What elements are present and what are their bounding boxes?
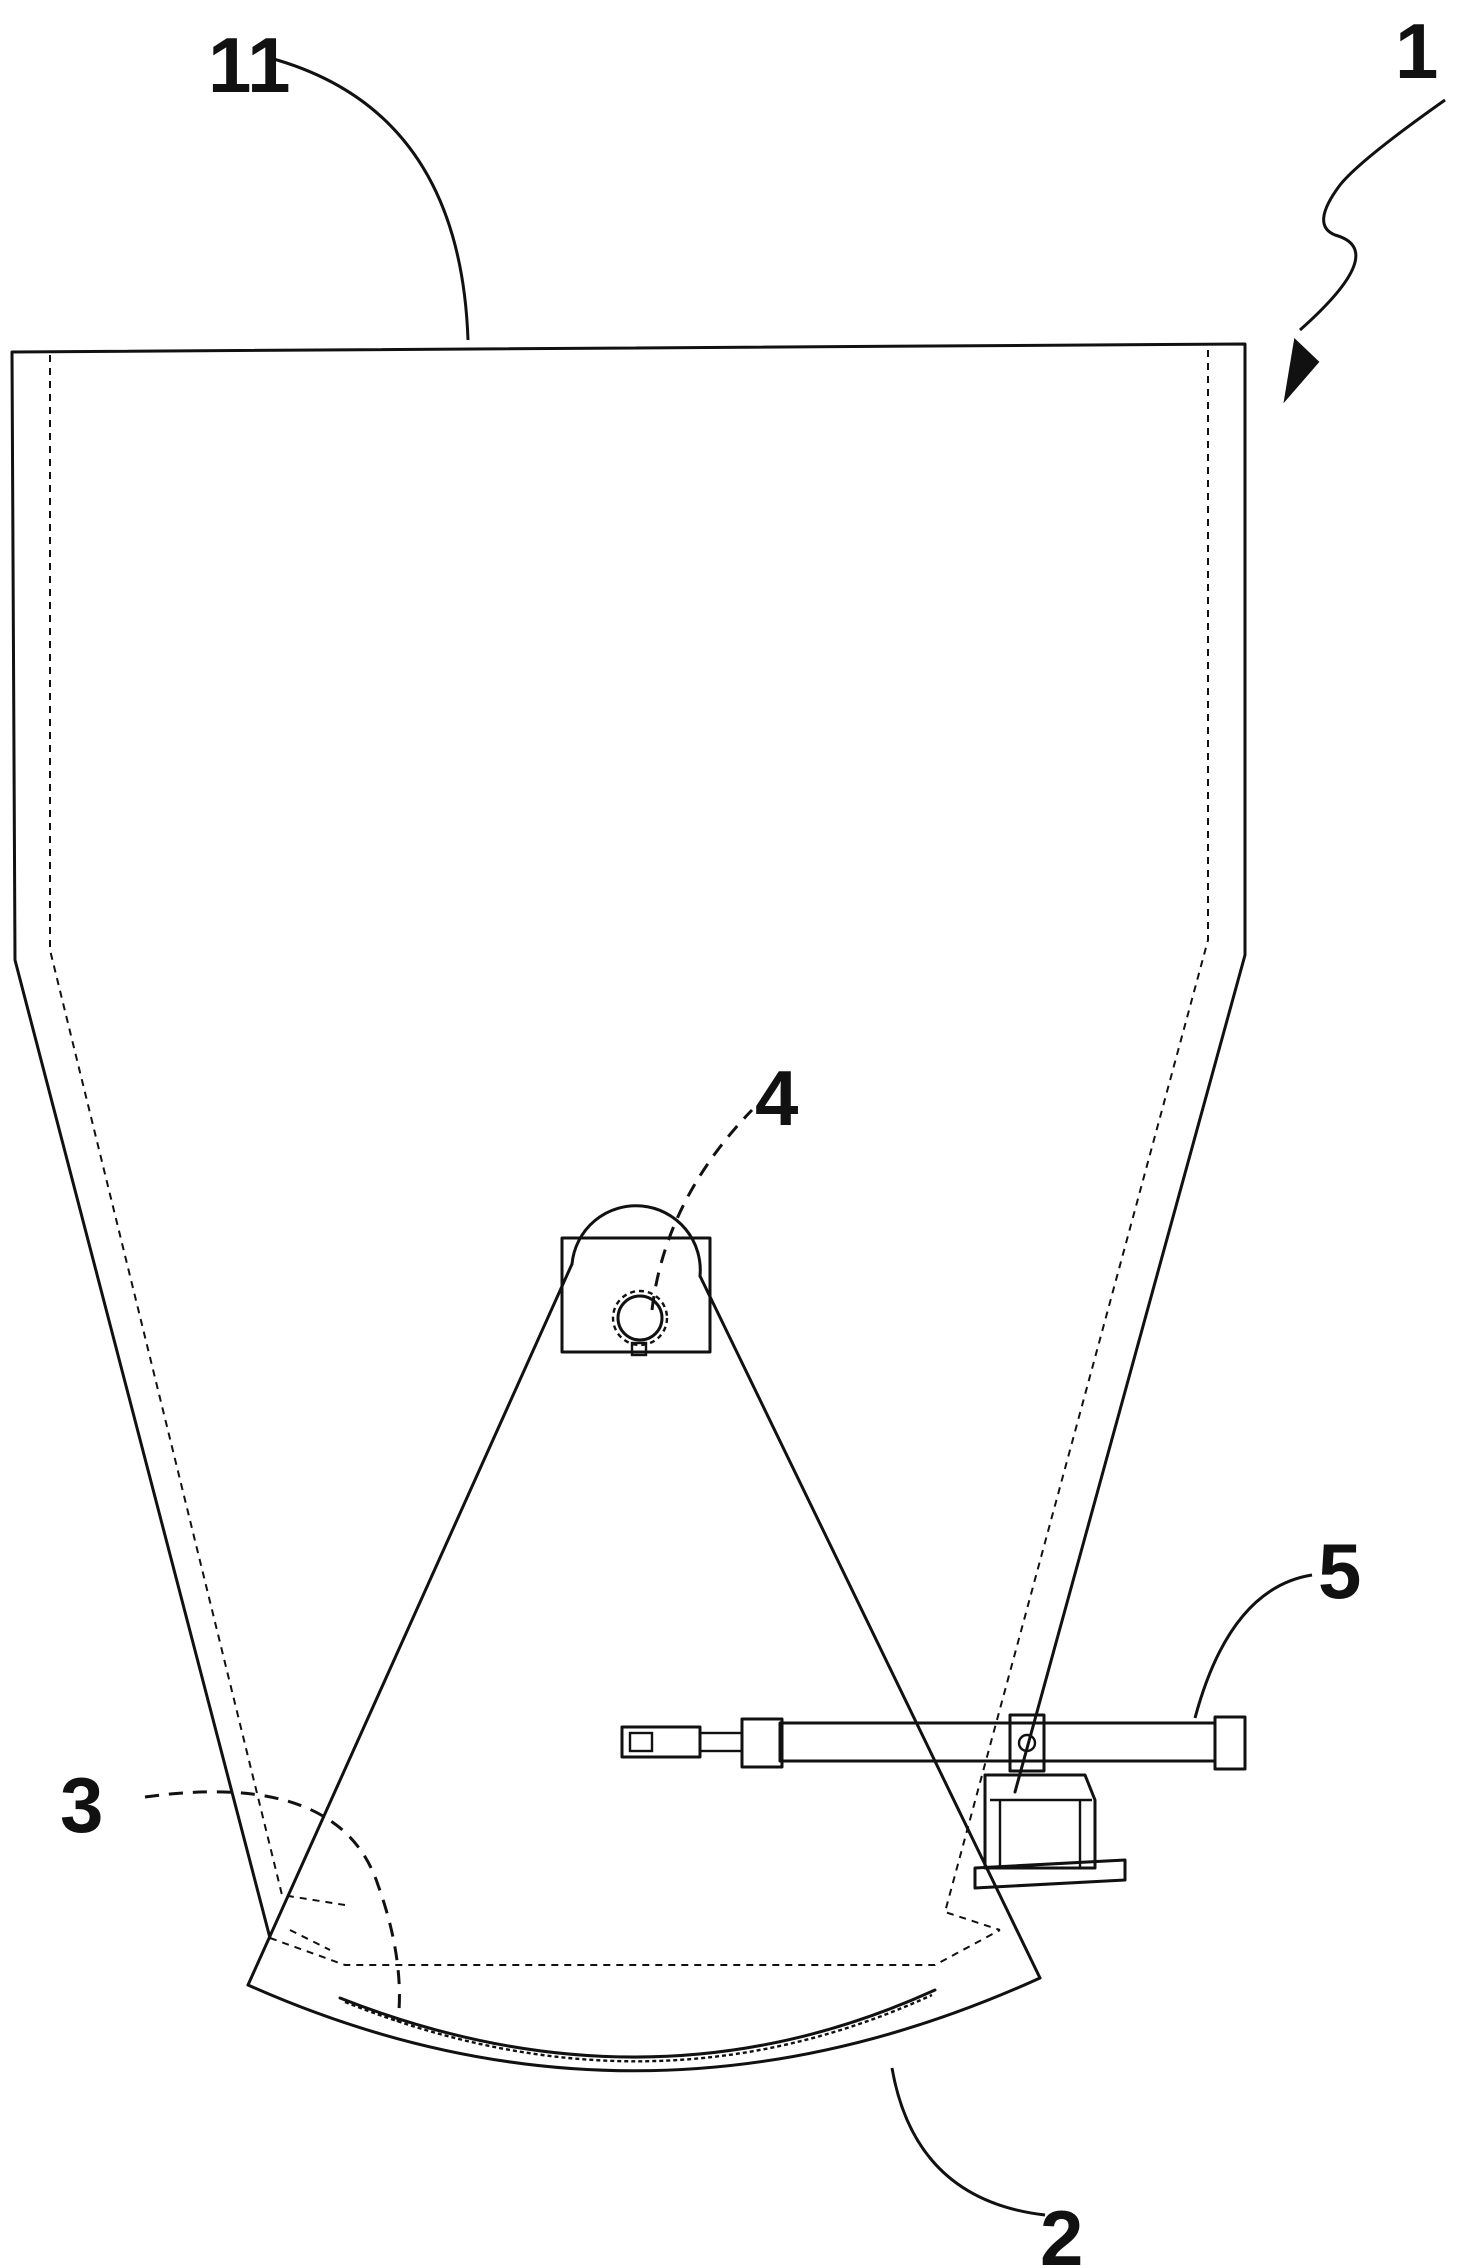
label-assembly: 1	[1395, 7, 1438, 95]
hopper-body	[10, 342, 1247, 1951]
gate-frame-left-arm	[246, 1262, 574, 1987]
leader-gate	[890, 2067, 1046, 2217]
cylinder-clamp	[1008, 1713, 1046, 1773]
pivot-pin-teeth	[611, 1289, 669, 1347]
cylinder-barrel	[778, 1721, 1217, 1763]
leader-liner	[144, 1790, 401, 2023]
gate-arc-outer	[246, 1976, 1042, 2073]
gate-arc-chain	[344, 1993, 933, 2063]
sector-gate	[246, 1204, 1042, 2073]
leader-actuator	[1193, 1573, 1313, 1719]
label-actuator: 5	[1318, 1527, 1361, 1615]
assembly-arrow	[1283, 98, 1446, 404]
pivot-bracket	[560, 1236, 712, 1354]
assembly-arrowhead	[1283, 337, 1320, 404]
cylinder-mount-lines	[990, 1798, 1092, 1868]
gate-arc-inner	[338, 1988, 937, 2059]
cylinder-head	[740, 1717, 784, 1769]
actuator-cylinder	[620, 1713, 1247, 1890]
pivot-pin-key	[630, 1341, 648, 1357]
leader-pivot	[650, 1108, 754, 1311]
hopper-inner-wall-hidden	[49, 355, 346, 1906]
cylinder-mount-base	[983, 1773, 1097, 1870]
cylinder-clamp-bolt	[1017, 1733, 1037, 1753]
gate-hidden-edge	[269, 1929, 1001, 1966]
cylinder-end-cap	[1213, 1715, 1247, 1771]
pivot-pin	[616, 1294, 664, 1342]
hopper-outline	[10, 342, 1247, 1940]
label-hopper: 11	[208, 21, 290, 109]
gate-frame-right-arm	[698, 1274, 1042, 1980]
cylinder-rod	[698, 1731, 744, 1753]
pivot-assembly	[560, 1236, 712, 1357]
rod-clevis-slot	[628, 1731, 654, 1753]
label-gate: 2	[1040, 2194, 1083, 2268]
assembly-arrow-line	[1299, 98, 1446, 332]
rod-clevis	[620, 1725, 702, 1759]
label-liner: 3	[60, 1761, 103, 1849]
cylinder-mount-foot	[973, 1858, 1127, 1890]
label-pivot: 4	[755, 1054, 798, 1142]
hopper-inner-wall-right-hidden	[943, 350, 1209, 1931]
leader-hopper	[269, 56, 470, 341]
gate-pivot-lug	[570, 1204, 702, 1278]
